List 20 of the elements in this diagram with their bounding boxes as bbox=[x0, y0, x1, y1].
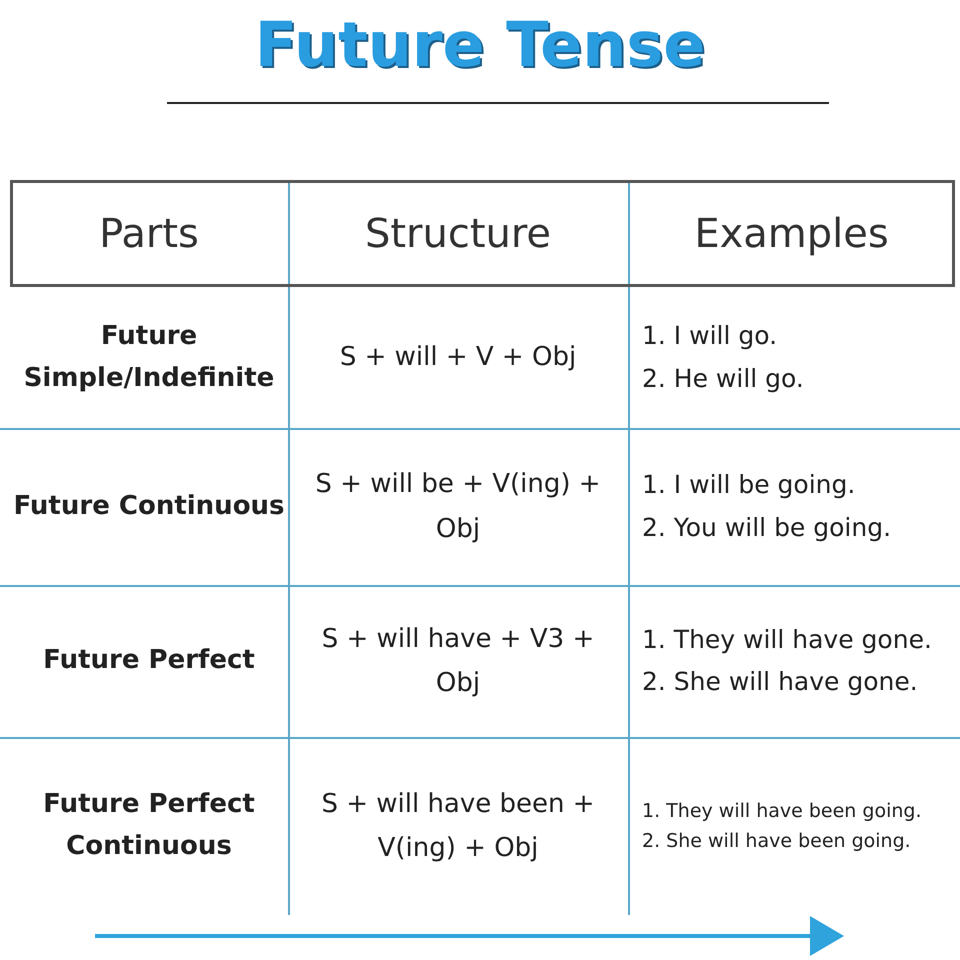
example-sentence: 2. She will have gone. bbox=[642, 666, 918, 698]
column-header: Parts bbox=[99, 210, 199, 256]
example-sentence: 1. They will have gone. bbox=[642, 624, 932, 656]
title-heading: Future Tense bbox=[254, 8, 706, 81]
tense-name: Future Perfect bbox=[43, 644, 255, 678]
tense-name: Future Continuous bbox=[13, 490, 285, 523]
example-sentence: 1. They will have been going. bbox=[642, 798, 922, 824]
tense-name: Future Simple/Indefinite bbox=[22, 320, 276, 394]
example-sentence: 1. I will be going. bbox=[642, 469, 856, 501]
column-header: Examples bbox=[694, 210, 889, 256]
column-header: Structure bbox=[364, 210, 552, 256]
structure-formula: S + will + V + Obj bbox=[340, 341, 576, 374]
example-sentence: 2. He will go. bbox=[642, 362, 804, 394]
example-sentence: 1. I will go. bbox=[642, 320, 778, 352]
structure-formula: S + will have been + V(ing) + Obj bbox=[320, 788, 596, 865]
example-sentence: 2. You will be going. bbox=[642, 512, 892, 544]
structure-formula: S + will have + V3 + Obj bbox=[320, 622, 596, 700]
tense-name: Future Perfect Continuous bbox=[42, 788, 256, 863]
structure-formula: S + will be + V(ing) + Obj bbox=[314, 468, 602, 546]
example-sentence: 2. She will have been going. bbox=[642, 829, 911, 854]
